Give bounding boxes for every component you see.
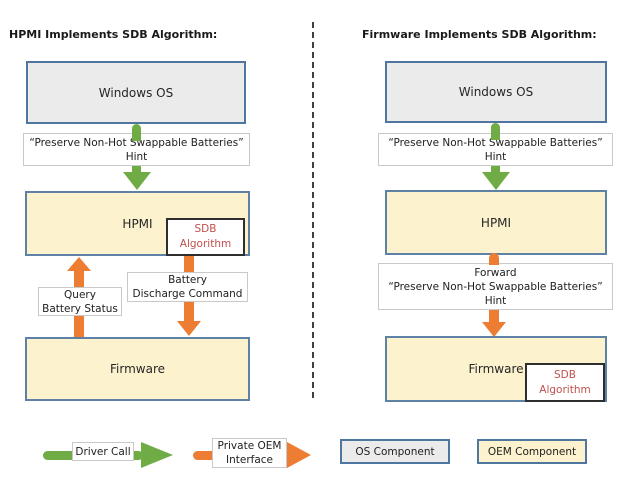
private-oem-label-line2: Interface: [225, 454, 273, 466]
driver-call-label: Driver Call: [72, 442, 134, 461]
right-hpmi-label: HPMI: [480, 215, 512, 230]
oem-component-label: OEM Component: [487, 445, 577, 458]
left-hint-hpmi-arrow-shaft: [132, 164, 141, 172]
right-hint-label-line1: “Preserve Non-Hot Swappable Batteries”: [388, 136, 603, 149]
private-oem-interface-label: Private OEM Interface: [212, 438, 287, 468]
forward-label-line3: Hint: [484, 294, 507, 307]
left-os-hint-arrow-stub: [132, 124, 141, 141]
left-panel-title: HPMI Implements SDB Algorithm:: [9, 28, 218, 41]
right-sdb-algorithm-box: SDB Algorithm: [525, 363, 605, 402]
left-sdb-line1: SDB: [194, 223, 217, 235]
driver-call-arrowhead: [141, 442, 173, 468]
os-component-label: OS Component: [355, 445, 435, 458]
query-label-line1: Query: [64, 288, 96, 301]
left-hpmi-label: HPMI: [122, 216, 153, 231]
right-hint-hpmi-arrowhead: [482, 172, 510, 190]
query-label-line2: Battery Status: [42, 302, 118, 315]
left-hpmi-box: HPMI: [25, 191, 250, 256]
forward-label-line1: Forward: [474, 266, 517, 279]
query-battery-status-label: Query Battery Status: [38, 287, 122, 316]
left-query-arrowhead-up: [67, 257, 91, 271]
battery-discharge-command-label: Battery Discharge Command: [127, 272, 248, 302]
left-sdb-line2: Algorithm: [179, 238, 232, 250]
right-hpmi-box: HPMI: [385, 190, 607, 255]
oem-component-swatch: OEM Component: [477, 439, 587, 464]
left-firmware-label: Firmware: [110, 362, 165, 376]
driver-call-label-text: Driver Call: [75, 445, 131, 458]
left-discharge-arrowhead-down: [177, 321, 201, 336]
right-windows-os-label: Windows OS: [458, 85, 534, 99]
right-hint-hpmi-arrow-shaft: [491, 164, 500, 172]
left-windows-os-label: Windows OS: [98, 85, 174, 100]
left-sdb-algorithm-box: SDB Algorithm: [166, 218, 245, 256]
right-hint-label-line2: Hint: [484, 150, 507, 163]
panel-divider-dashed-line: [312, 22, 314, 398]
left-hint-label-line2: Hint: [125, 150, 148, 163]
os-component-swatch: OS Component: [340, 439, 450, 464]
left-windows-os-box: Windows OS: [26, 61, 246, 124]
forward-label-line2: “Preserve Non-Hot Swappable Batteries”: [388, 280, 603, 293]
discharge-label-line1: Battery: [168, 274, 207, 286]
right-forward-firmware-arrow-shaft: [489, 310, 499, 322]
private-oem-arrowhead: [287, 442, 311, 468]
right-hint-label: “Preserve Non-Hot Swappable Batteries” H…: [378, 133, 613, 166]
forward-hint-label: Forward “Preserve Non-Hot Swappable Batt…: [378, 263, 613, 310]
right-sdb-line2: Algorithm: [539, 383, 591, 396]
right-panel-title: Firmware Implements SDB Algorithm:: [362, 28, 597, 41]
right-sdb-line1: SDB: [554, 368, 576, 381]
left-hint-hpmi-arrowhead: [123, 172, 151, 190]
private-oem-label-line1: Private OEM: [217, 440, 282, 452]
right-forward-firmware-arrowhead: [482, 322, 506, 337]
right-firmware-label: Firmware: [468, 362, 524, 376]
left-hint-label-line1: “Preserve Non-Hot Swappable Batteries”: [29, 136, 244, 149]
right-windows-os-box: Windows OS: [385, 61, 607, 123]
left-firmware-box: Firmware: [25, 337, 250, 401]
right-hpmi-forward-arrow-stub: [489, 253, 499, 265]
right-os-hint-arrow-stub: [491, 123, 500, 140]
discharge-label-line2: Discharge Command: [132, 288, 243, 300]
